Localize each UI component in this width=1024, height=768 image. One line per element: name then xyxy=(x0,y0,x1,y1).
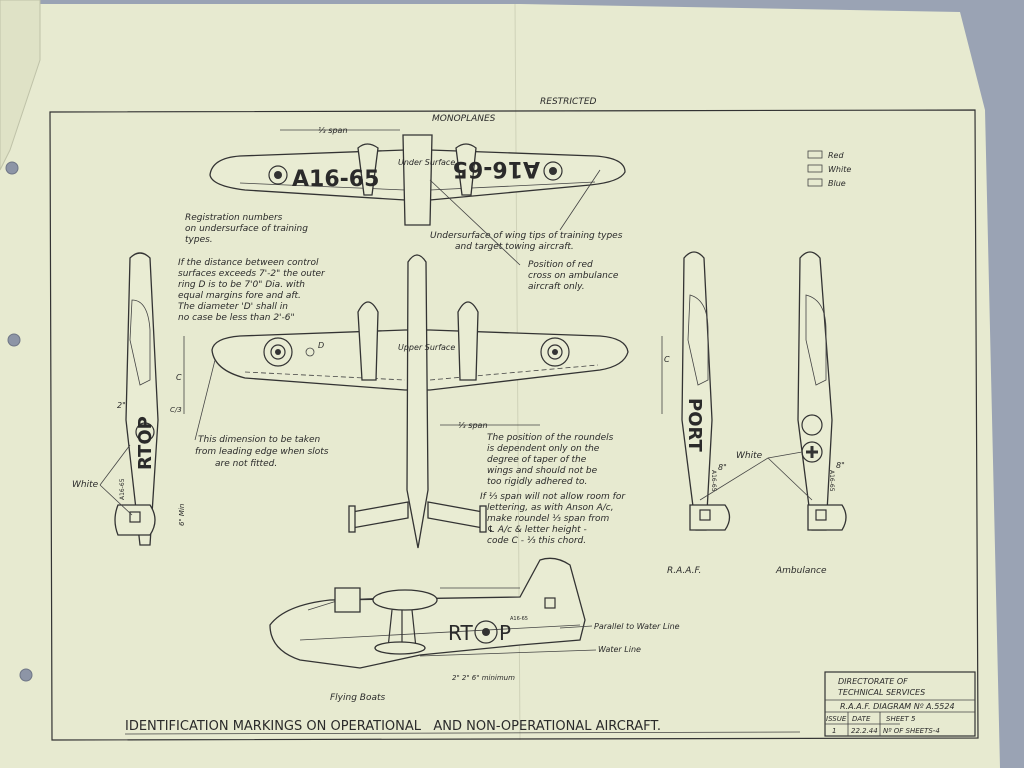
section-heading: MONOPLANES xyxy=(432,114,496,124)
date-label: DATE xyxy=(852,715,871,723)
third-span-top-label: ⅓ span xyxy=(318,126,348,135)
upper-surface-label: Upper Surface xyxy=(398,343,455,352)
white-left-label: White xyxy=(72,480,99,490)
red-cross-note: Position of red cross on ambulance aircr… xyxy=(528,260,621,292)
directorate-text: DIRECTORATE OF TECHNICAL SERVICES xyxy=(838,677,925,697)
raaf-caption: R.A.A.F. xyxy=(667,566,701,576)
registration-number-right: A16-65 xyxy=(453,156,540,181)
title-block: DIRECTORATE OF TECHNICAL SERVICES R.A.A.… xyxy=(824,671,976,737)
rtop-side-p-text: P xyxy=(499,621,511,645)
sheets-count: Nº OF SHEETS-4 xyxy=(883,727,940,735)
punch-hole xyxy=(7,333,21,347)
color-legend: Red White Blue xyxy=(807,150,851,188)
small-registration-raaf: A16-65 xyxy=(710,470,717,492)
flying-boat-side-view: RT P A16-65 Parallel to Water Line Water… xyxy=(269,557,680,703)
parallel-water-label: Parallel to Water Line xyxy=(594,622,680,631)
punch-hole xyxy=(19,668,33,682)
leader-line xyxy=(429,179,521,266)
small-registration-left: A16-65 xyxy=(119,478,126,500)
dim-2-label: 2" xyxy=(117,401,126,410)
issue-value: 1 xyxy=(832,727,836,735)
issue-label: ISSUE xyxy=(826,715,847,723)
under-surface-label: Under Surface xyxy=(398,158,455,167)
restricted-label: RESTRICTED xyxy=(540,97,597,107)
date-value: 22.2.44 xyxy=(851,727,878,735)
diagram-number: R.A.A.F. DIAGRAM Nº A.5524 xyxy=(840,702,955,711)
sheet-number: SHEET 5 xyxy=(886,715,916,723)
title-underline xyxy=(124,731,801,735)
leader-line xyxy=(559,169,601,231)
port-vertical-text: PORT xyxy=(684,398,705,453)
registration-number-left: A16-65 xyxy=(292,167,379,192)
legend-label-red: Red xyxy=(828,151,844,160)
third-span-mid-label: ⅓ span xyxy=(458,421,488,430)
paper xyxy=(0,4,1000,768)
small-registration-ambulance: A16-65 xyxy=(828,470,835,492)
flying-boats-caption: Flying Boats xyxy=(330,693,386,703)
water-line-label: Water Line xyxy=(598,645,641,654)
side-view-raaf: PORT A16-65 8" R.A.A.F. xyxy=(667,251,731,576)
undersurface-tips-note: Undersurface of wing tips of training ty… xyxy=(430,231,625,252)
registration-note: Registration numbers on undersurface of … xyxy=(185,213,311,245)
dim-8-label: 8" xyxy=(718,463,727,472)
punch-hole xyxy=(5,161,19,175)
white-right-label: White xyxy=(736,451,763,461)
paper-fold xyxy=(0,0,41,171)
upper-surface-plan-view: Upper Surface D C C ⅓ span xyxy=(176,254,670,549)
main-title: IDENTIFICATION MARKINGS ON OPERATIONAL A… xyxy=(125,719,661,734)
rtop-side-text: RT xyxy=(448,621,473,645)
undersurface-plan-view: A16-65 A16-65 Under Surface ⅓ span xyxy=(209,126,626,226)
rtop-vertical-text: RTOP xyxy=(135,416,156,470)
legend-label-white: White xyxy=(828,165,851,174)
leader-line xyxy=(194,359,216,441)
small-registration-boat: A16-65 xyxy=(510,616,528,622)
dim-c-label: C xyxy=(176,373,182,382)
bottom-dims-label: 2" 2" 6" minimum xyxy=(452,674,515,682)
roundels-note: The position of the roundels is dependen… xyxy=(480,433,628,546)
side-view-left: RTOP A16-65 2" C/3 6" Min White xyxy=(72,252,186,546)
side-view-ambulance: A16-65 8" White Ambulance xyxy=(699,251,847,576)
dim-8b-label: 8" xyxy=(836,461,845,470)
legend-swatch-blue xyxy=(807,178,823,187)
ambulance-caption: Ambulance xyxy=(775,566,827,576)
dim-d-label: D xyxy=(318,341,324,350)
legend-swatch-red xyxy=(807,150,823,159)
distance-note: If the distance between control surfaces… xyxy=(178,258,328,323)
drawing-frame xyxy=(49,109,979,741)
legend-label-blue: Blue xyxy=(828,179,846,188)
dim-c3-label: C/3 xyxy=(170,406,182,414)
dim-c-right-label: C xyxy=(664,355,670,364)
dimension-note: This dimension to be taken from leading … xyxy=(195,435,331,469)
dim-6min-label: 6" Min xyxy=(178,504,186,526)
legend-swatch-white xyxy=(807,164,823,173)
